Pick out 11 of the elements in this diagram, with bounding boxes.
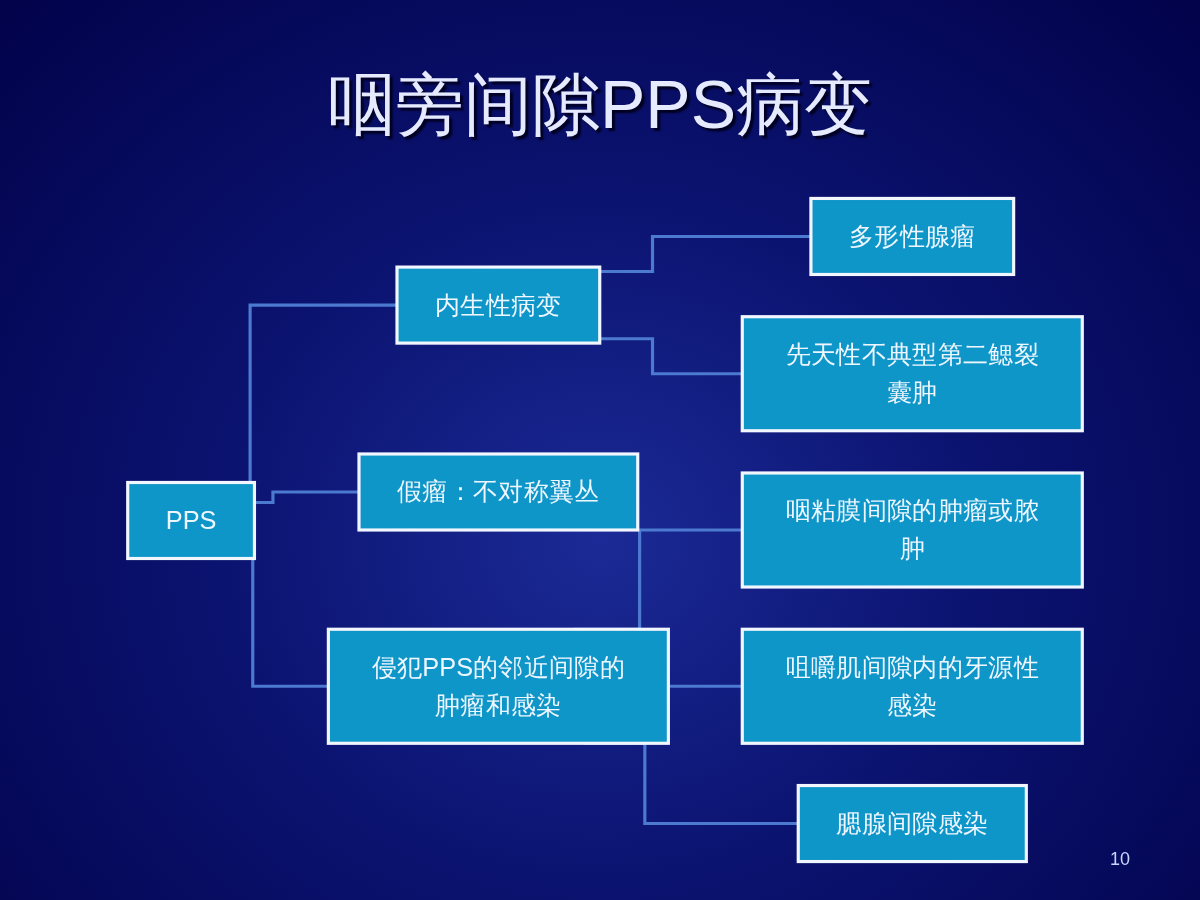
node-box: 假瘤：不对称翼丛: [357, 452, 640, 532]
node-box: 咽粘膜间隙的肿瘤或脓肿: [740, 471, 1084, 589]
node-box: 腮腺间隙感染: [796, 783, 1028, 864]
node-box: 侵犯PPS的邻近间隙的肿瘤和感染: [326, 627, 670, 745]
page-number: 10: [1109, 849, 1130, 870]
node-box: 先天性不典型第二鳃裂囊肿: [740, 315, 1084, 433]
node-box: 多形性腺瘤: [809, 196, 1016, 277]
node-box: PPS: [126, 480, 257, 561]
node-box: 内生性病变: [395, 265, 602, 345]
slide-title: 咽旁间隙PPS病变: [326, 65, 874, 144]
node-box: 咀嚼肌间隙内的牙源性感染: [740, 627, 1084, 745]
